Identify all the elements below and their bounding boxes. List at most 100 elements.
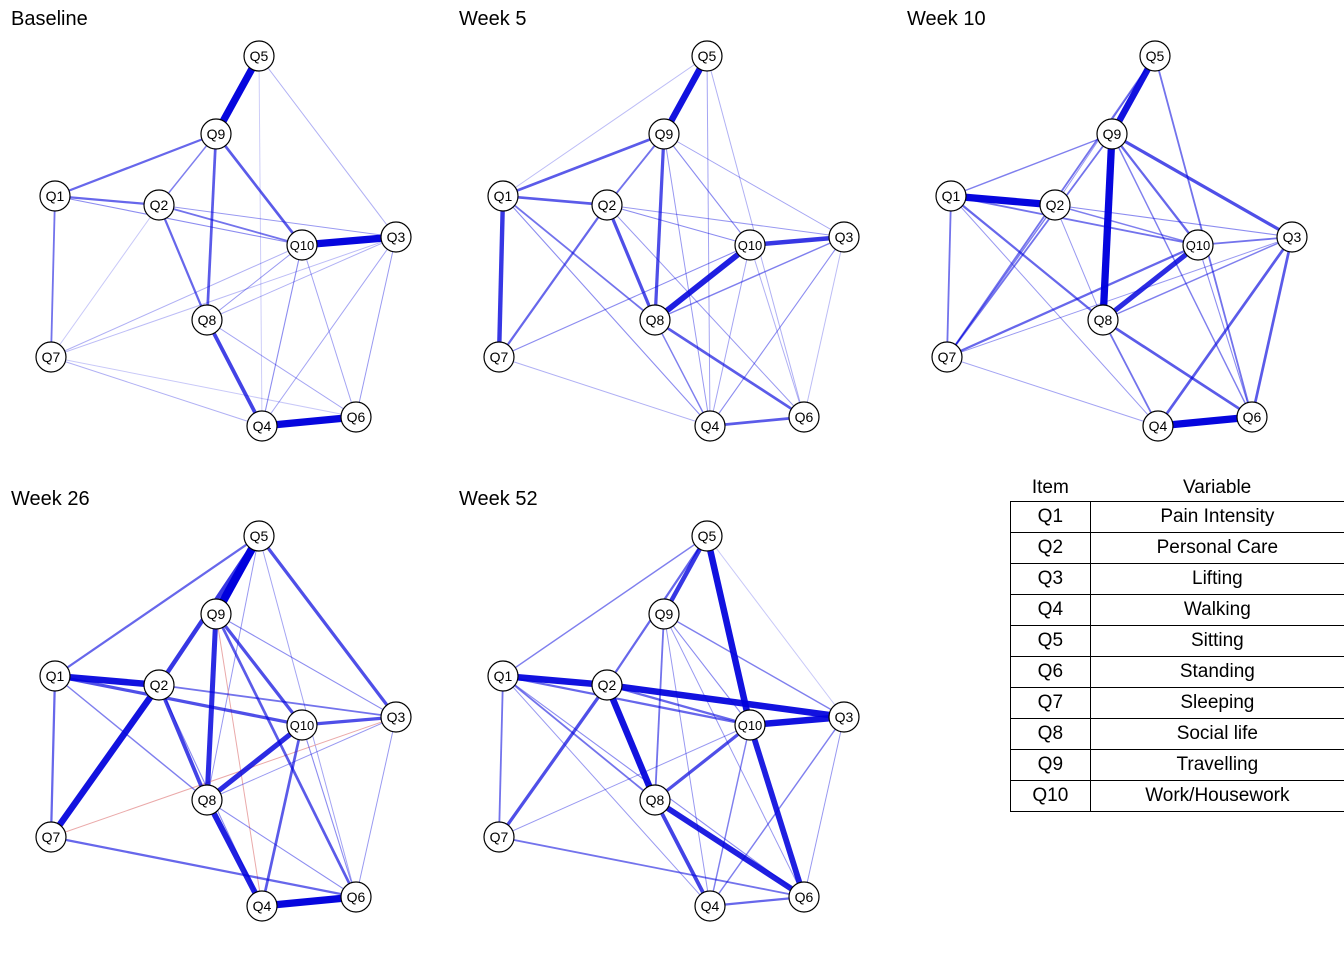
edge-Q1-Q4	[502, 195, 711, 427]
edge-Q10-Q6	[301, 724, 357, 898]
node-label: Q7	[490, 349, 509, 365]
node-Q2: Q2	[1039, 189, 1071, 221]
node-label: Q4	[253, 418, 272, 434]
node-label: Q8	[198, 312, 217, 328]
edge-Q8-Q3	[1102, 236, 1293, 321]
node-label: Q6	[1243, 409, 1262, 425]
node-Q2: Q2	[143, 189, 175, 221]
legend-item: Q6	[1010, 656, 1091, 688]
node-Q4: Q4	[694, 410, 726, 442]
edge-Q5-Q3	[258, 55, 397, 238]
edge-Q3-Q6	[803, 236, 845, 418]
edge-Q7-Q10	[946, 243, 1199, 359]
node-Q8: Q8	[191, 784, 223, 816]
legend-variable: Pain Intensity	[1089, 501, 1344, 533]
edge-Q1-Q10	[502, 674, 751, 727]
edge-Q9-Q10	[214, 613, 304, 726]
edge-Q9-Q10	[663, 613, 751, 726]
edge-Q8-Q6	[654, 318, 805, 419]
edge-Q9-Q4	[215, 613, 263, 907]
edge-Q1-Q2	[950, 192, 1056, 209]
edge-Q10-Q3	[301, 715, 397, 727]
node-circle	[243, 520, 275, 552]
node-Q2: Q2	[591, 669, 623, 701]
legend-item: Q4	[1010, 594, 1091, 626]
node-label: Q1	[46, 668, 65, 684]
node-Q7: Q7	[35, 341, 67, 373]
node-circle	[191, 304, 223, 336]
edge-Q5-Q1	[502, 535, 708, 677]
edge-Q3-Q6	[1250, 236, 1294, 418]
legend-item: Q3	[1010, 563, 1091, 595]
edge-Q9-Q3	[663, 613, 845, 718]
edge-Q1-Q2	[54, 194, 160, 207]
legend-variable: Social life	[1089, 718, 1344, 750]
node-label: Q7	[490, 829, 509, 845]
node-label: Q5	[250, 48, 269, 64]
node-label: Q8	[198, 792, 217, 808]
node-circle	[691, 40, 723, 72]
node-label: Q9	[207, 126, 226, 142]
node-label: Q3	[1283, 229, 1302, 245]
legend-variable: Travelling	[1089, 749, 1344, 781]
node-Q1: Q1	[487, 660, 519, 692]
legend-item: Q10	[1010, 780, 1091, 812]
node-Q3: Q3	[380, 701, 412, 733]
edge-Q8-Q4	[1102, 319, 1159, 427]
edge-Q1-Q10	[54, 195, 303, 246]
node-Q10: Q10	[286, 709, 318, 741]
node-circle	[340, 401, 372, 433]
node-circle	[246, 410, 278, 442]
panel-title: Week 10	[907, 8, 986, 30]
node-circle	[691, 520, 723, 552]
node-label: Q1	[942, 188, 961, 204]
edge-Q8-Q6	[206, 799, 357, 898]
edge-Q10-Q3	[749, 713, 845, 729]
node-circle	[648, 118, 680, 150]
edge-Q3-Q6	[803, 716, 845, 898]
node-Q7: Q7	[931, 341, 963, 373]
node-circle	[734, 229, 766, 261]
node-label: Q5	[698, 48, 717, 64]
edge-Q1-Q8	[502, 675, 656, 801]
node-label: Q2	[150, 197, 169, 213]
edge-Q7-Q10	[498, 724, 751, 838]
node-label: Q1	[46, 188, 65, 204]
node-circle	[734, 709, 766, 741]
node-circle	[1087, 304, 1119, 336]
edge-Q8-Q4	[205, 319, 264, 427]
edge-Q9-Q8	[204, 613, 219, 801]
node-Q10: Q10	[286, 229, 318, 261]
node-circle	[1236, 401, 1268, 433]
node-label: Q10	[1186, 238, 1211, 253]
legend-item: Q1	[1010, 501, 1091, 533]
legend-item: Q8	[1010, 718, 1091, 750]
edge-Q7-Q10	[50, 244, 303, 358]
node-label: Q4	[701, 898, 720, 914]
node-circle	[931, 341, 963, 373]
edge-Q2-Q6	[606, 204, 805, 418]
legend-variable: Personal Care	[1089, 532, 1344, 564]
node-label: Q3	[835, 709, 854, 725]
edge-Q4-Q6	[1157, 413, 1253, 430]
edge-Q2-Q8	[157, 204, 209, 321]
node-circle	[143, 189, 175, 221]
edge-Q10-Q8	[1101, 243, 1200, 322]
edge-Q2-Q3	[158, 204, 397, 238]
legend-variable: Standing	[1089, 656, 1344, 688]
edge-Q7-Q10	[498, 244, 751, 358]
edge-Q9-Q6	[663, 613, 805, 898]
panel-title: Week 52	[459, 488, 538, 510]
node-label: Q5	[1146, 48, 1165, 64]
node-circle	[1139, 40, 1171, 72]
node-circle	[483, 821, 515, 853]
edge-Q8-Q4	[653, 799, 712, 907]
node-circle	[591, 669, 623, 701]
